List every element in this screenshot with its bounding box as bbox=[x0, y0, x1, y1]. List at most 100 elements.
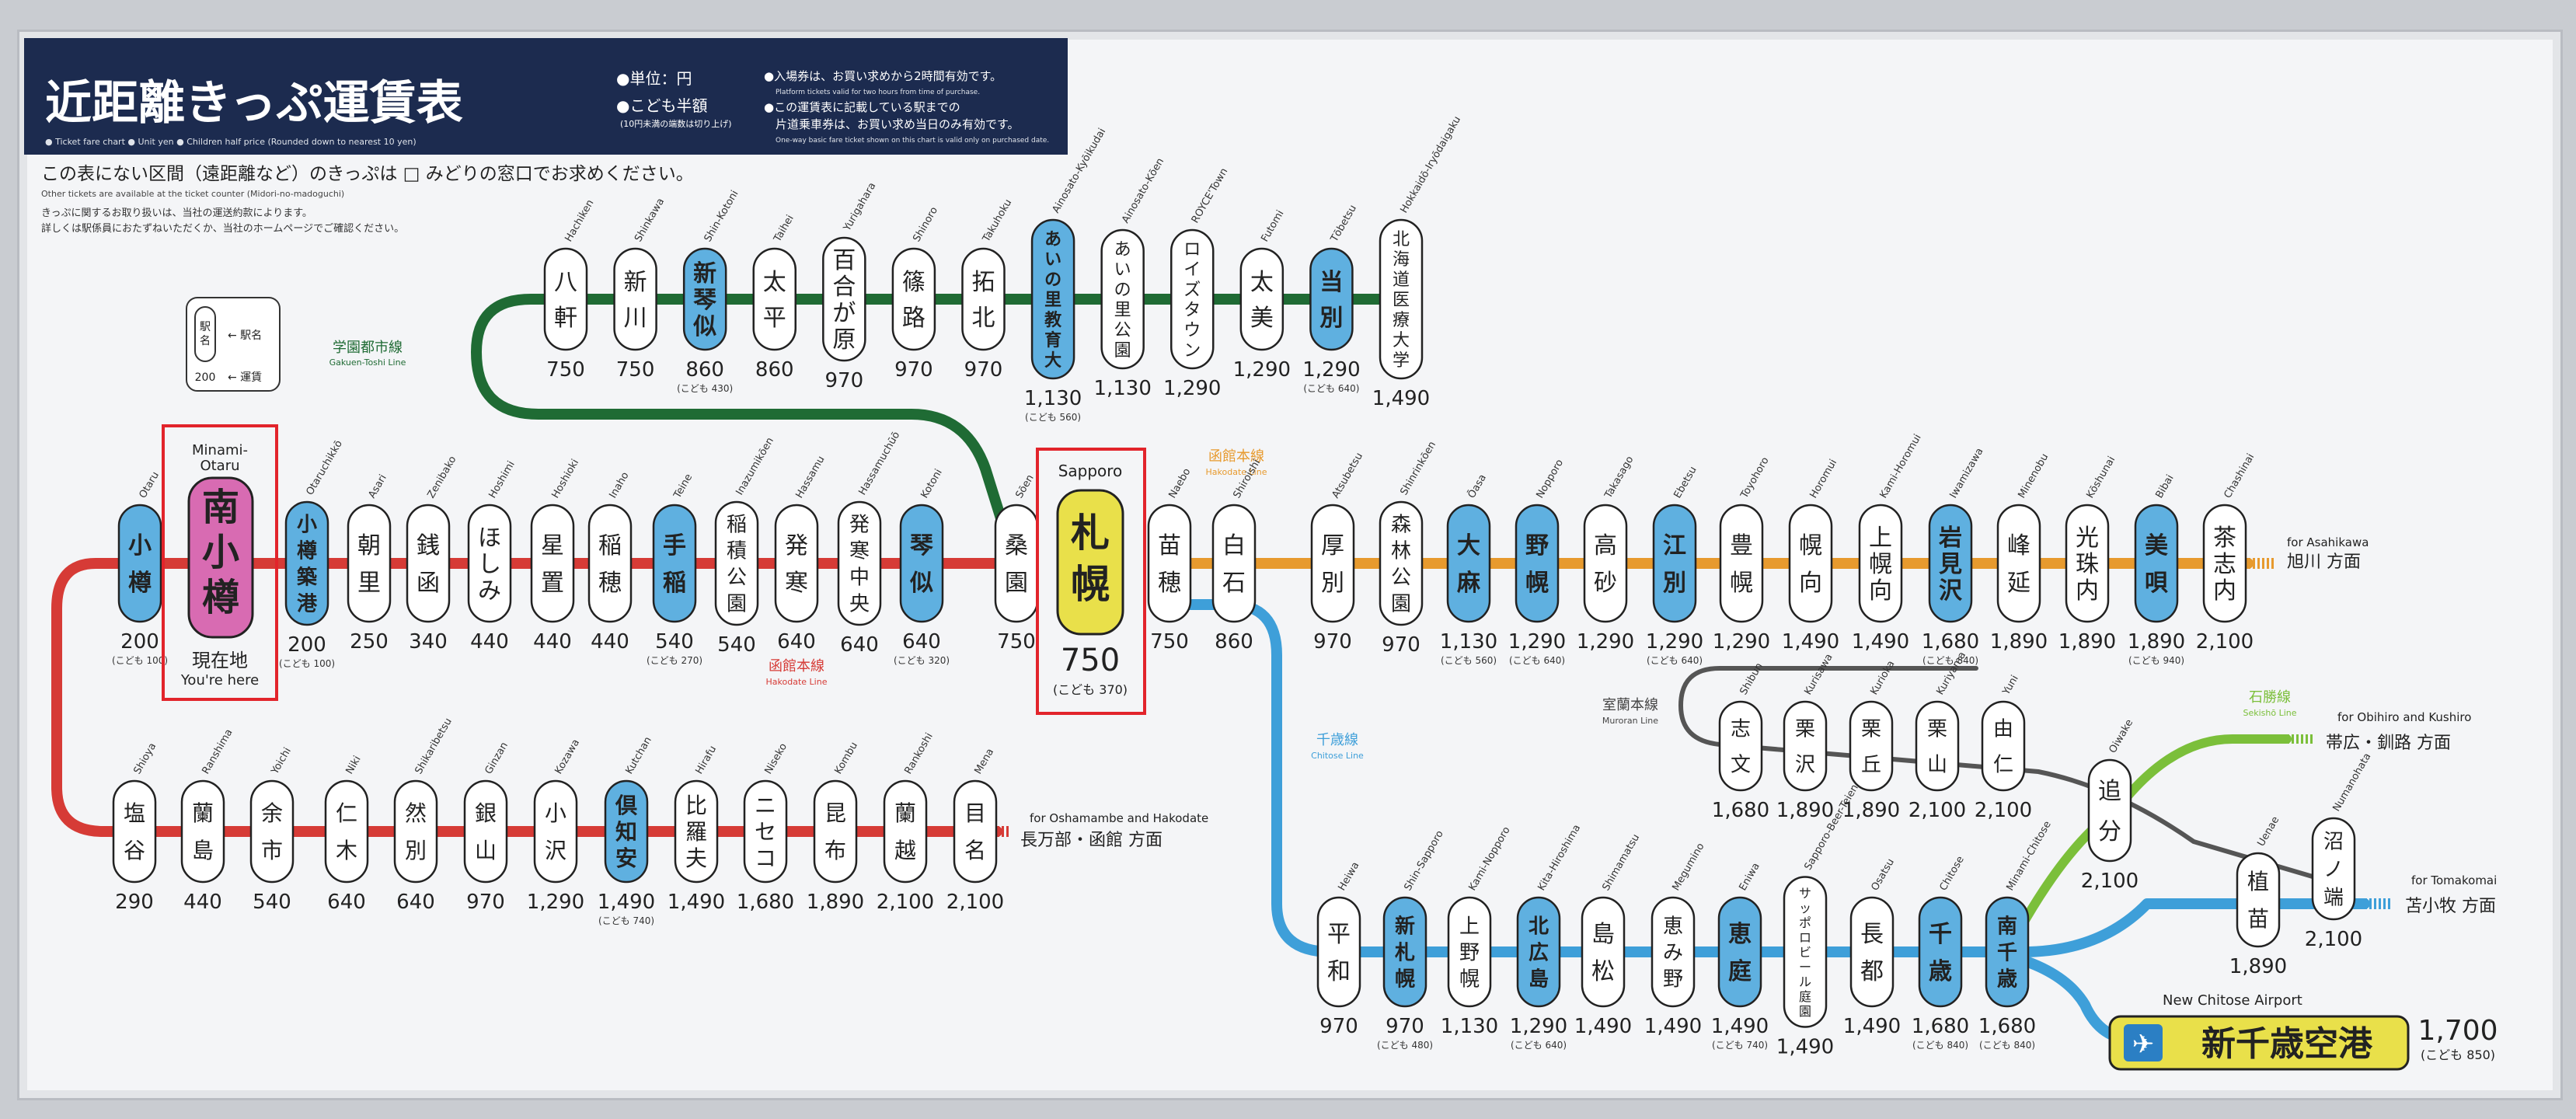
station-name-char: 函 bbox=[417, 570, 440, 597]
station-pill bbox=[1783, 876, 1828, 1028]
header-panel bbox=[24, 38, 1068, 155]
station-name-en: Inazumikōen bbox=[734, 436, 776, 497]
station-pill bbox=[652, 504, 697, 623]
station-pill bbox=[1719, 504, 1764, 623]
chitose-dash bbox=[2388, 898, 2390, 909]
station-name-char: 別 bbox=[1663, 570, 1686, 597]
station-name-char: 夫 bbox=[685, 845, 707, 871]
station-pill bbox=[543, 247, 588, 351]
station-fare: 1,490 bbox=[1372, 387, 1430, 410]
station-name-char: 樽 bbox=[297, 539, 317, 563]
station-name-en: Shinrinkōen bbox=[1398, 440, 1438, 497]
station-name-char: 林 bbox=[1391, 539, 1411, 563]
station-pill bbox=[1310, 504, 1355, 623]
station-name-char: 平 bbox=[1327, 921, 1351, 948]
station-name-char: ニ bbox=[755, 793, 776, 818]
station-name-en: Hassamu bbox=[793, 454, 827, 500]
station-name-char: 見 bbox=[1939, 551, 1962, 578]
station-child-fare: (こども 320) bbox=[894, 655, 950, 666]
station-name-char: ロ bbox=[1799, 930, 1811, 945]
station-name-char: 広 bbox=[1529, 940, 1549, 964]
chitose-line-label: 千歳線 bbox=[1316, 732, 1358, 748]
station-pill bbox=[347, 504, 392, 623]
station-name-char: 築 bbox=[296, 565, 318, 589]
station-name-en: Kozawa bbox=[552, 737, 582, 776]
station-name-en: Hassamuchūō bbox=[856, 430, 902, 497]
station-fare: 970 bbox=[1382, 633, 1420, 657]
station-name-char: ロ bbox=[1183, 240, 1201, 260]
station-name-char: の bbox=[1044, 270, 1061, 290]
station-pill bbox=[1316, 896, 1361, 1008]
hakodate-west-track bbox=[51, 558, 1034, 837]
station-name-char: 園 bbox=[1005, 570, 1028, 597]
station-child-fare: (こども 270) bbox=[647, 655, 702, 666]
station-name-char: 別 bbox=[405, 838, 427, 863]
station-pill bbox=[682, 247, 727, 351]
station-name-char: 太 bbox=[1250, 269, 1274, 296]
station-fare: 1,490 bbox=[1776, 1036, 1834, 1059]
station-name-en: Iwamizawa bbox=[1947, 446, 1985, 500]
dest-oshamambe-ja: 長万部・函館 方面 bbox=[1020, 831, 1163, 850]
station-name-char: 朝 bbox=[357, 532, 381, 560]
station-fare: 860 bbox=[755, 358, 794, 382]
station-pill bbox=[463, 779, 508, 884]
station-name-char: 麻 bbox=[1457, 570, 1481, 597]
station-pill bbox=[587, 504, 633, 623]
station-name-en: Ginzan bbox=[483, 741, 510, 776]
station-name-char: 高 bbox=[1594, 532, 1617, 560]
station-name-char: 栗 bbox=[1927, 717, 1947, 741]
station-pill bbox=[1783, 700, 1828, 792]
station-pill bbox=[1981, 700, 2026, 792]
hakodate-east-dash bbox=[2253, 558, 2255, 569]
station-pill bbox=[2134, 504, 2179, 623]
station-pill bbox=[1718, 700, 1763, 792]
station-name-en: Kōshunai bbox=[2084, 455, 2118, 500]
station-fare: 1,680 bbox=[1912, 1015, 1969, 1038]
station-name-char: ノ bbox=[2323, 858, 2344, 881]
station-name-en: Ebetsu bbox=[1671, 465, 1699, 500]
station-fare: 1,680 bbox=[1712, 799, 1769, 822]
station-name-char: 上 bbox=[1459, 915, 1480, 938]
header-note3: 片道乗車券は、お買い求め当日のみ有効です。 bbox=[776, 117, 1020, 131]
station-pill bbox=[112, 779, 157, 884]
station-name-char: イ bbox=[1183, 260, 1201, 280]
legend-station-pill bbox=[194, 306, 216, 362]
station-name-char: 沢 bbox=[545, 838, 566, 863]
station-fare: 540 bbox=[717, 633, 756, 657]
station-name-char: ポ bbox=[1799, 915, 1811, 930]
station-fare: 1,890 bbox=[1776, 799, 1834, 822]
station-name-char: ン bbox=[1183, 341, 1201, 361]
station-name-char: 野 bbox=[1459, 941, 1480, 964]
legend-name-arrow: ← 駅名 bbox=[228, 329, 262, 342]
station-name-char: あ bbox=[1044, 230, 1061, 249]
station-name-en: Taihei bbox=[772, 213, 797, 245]
station-name-char: サ bbox=[1799, 886, 1811, 901]
station-name-char: 余 bbox=[261, 800, 283, 826]
station-name-char: 幌 bbox=[1525, 570, 1549, 597]
station-name-char: 琴 bbox=[693, 287, 716, 314]
station-fare: 1,290 bbox=[1577, 630, 1634, 654]
header-note2: ●この運賃表に記載している駅までの bbox=[764, 100, 960, 114]
station-name-en: Bibai bbox=[2153, 472, 2176, 500]
station-name-char: 栗 bbox=[1861, 717, 1881, 741]
hakodate-east-dash bbox=[2271, 558, 2274, 569]
station-name-char: 延 bbox=[2007, 570, 2030, 597]
station-name-char: 山 bbox=[1927, 753, 1947, 776]
station-name-char: 砂 bbox=[1594, 570, 1617, 597]
station-name-char: 然 bbox=[405, 800, 427, 826]
